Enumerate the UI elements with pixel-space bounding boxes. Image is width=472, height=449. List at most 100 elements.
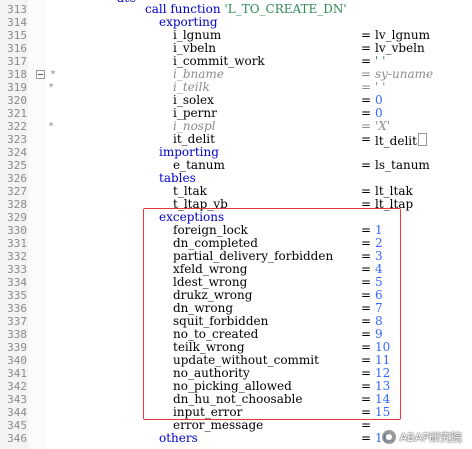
assigned-value-text: 13 <box>375 379 391 393</box>
code-token: i_pernr <box>173 106 217 120</box>
line-number: 338 <box>7 328 27 341</box>
code-text: no_to_created <box>173 328 258 341</box>
code-text: i_bname <box>173 68 224 81</box>
line-number: 340 <box>7 354 27 367</box>
assign-operator: = <box>361 67 372 81</box>
assign-operator: = <box>361 249 372 263</box>
fold-column <box>28 0 46 449</box>
assigned-value: 0 <box>375 94 383 107</box>
code-text: input_error <box>173 406 242 419</box>
code-token: squit_forbidden <box>173 314 269 328</box>
assigned-value-text: lt_delit <box>375 134 417 148</box>
assign-operator: = <box>361 288 372 302</box>
line-number: 328 <box>7 198 27 211</box>
assigned-value-text: ' ' <box>375 80 386 94</box>
line-number: 343 <box>7 393 27 406</box>
assign-operator: = <box>361 106 372 120</box>
code-text: t_ltap_vb <box>173 198 228 211</box>
assigned-value: 14 <box>375 393 390 406</box>
assigned-value-text: 8 <box>375 314 383 328</box>
top-cut-line: ate <box>117 0 136 5</box>
code-text: tables <box>159 172 196 185</box>
assigned-value: ' ' <box>375 81 385 94</box>
assign-operator: = <box>361 93 372 107</box>
assign-operator: = <box>361 158 372 172</box>
code-text: ldest_wrong <box>173 276 247 289</box>
assigned-value-text: 11 <box>375 353 391 367</box>
code-token: i_bname <box>173 67 224 81</box>
code-token: partial_delivery_forbidden <box>173 249 334 263</box>
assign-operator: = <box>361 314 372 328</box>
assign-operator: = <box>361 80 372 94</box>
code-token: t_ltap_vb <box>173 197 228 211</box>
assigned-value: lt_ltak <box>375 185 413 198</box>
code-text: i_teilk <box>173 81 210 94</box>
fold-toggle-icon[interactable] <box>36 70 45 79</box>
assigned-value: lv_vbeln <box>375 42 425 55</box>
assigned-value-text: sy-uname <box>375 67 434 81</box>
line-number: 323 <box>7 133 27 146</box>
assigned-value: ' ' <box>375 55 385 68</box>
code-text: teilk_wrong <box>173 341 245 354</box>
code-token: no_to_created <box>173 327 259 341</box>
code-token: update_without_commit <box>173 353 319 367</box>
code-token: no_picking_allowed <box>173 379 292 393</box>
assign-operator: = <box>361 379 372 393</box>
assigned-value: 3 <box>375 250 383 263</box>
assigned-value: 2 <box>375 237 383 250</box>
line-number: 322 <box>7 120 27 133</box>
code-text: dn_hu_not_choosable <box>173 393 302 406</box>
assigned-value-text: 12 <box>375 366 391 380</box>
code-line-319[interactable]: 319*i_teilk=' ' <box>0 80 472 95</box>
line-number: 346 <box>7 432 27 445</box>
code-text: t_ltak <box>173 185 207 198</box>
code-text: dn_wrong <box>173 302 233 315</box>
assigned-value: lt_delit <box>375 133 427 148</box>
code-text: i_lgnum <box>173 29 221 42</box>
assigned-value: sy-uname <box>375 68 433 81</box>
assigned-value: 0 <box>375 107 383 120</box>
code-text: i_commit_work <box>173 55 265 68</box>
code-text: xfeld_wrong <box>173 263 247 276</box>
code-line-322[interactable]: 322*i_nospl='X' <box>0 120 472 134</box>
code-line-318[interactable]: 318*i_bname=sy-uname <box>0 67 472 82</box>
code-token: foreign_lock <box>173 223 248 237</box>
line-number: 339 <box>7 341 27 354</box>
code-text: squit_forbidden <box>173 315 268 328</box>
wechat-icon <box>381 430 396 444</box>
assigned-value-text: 5 <box>375 275 383 289</box>
assign-operator: = <box>361 431 372 445</box>
code-token: teilk_wrong <box>173 340 245 354</box>
